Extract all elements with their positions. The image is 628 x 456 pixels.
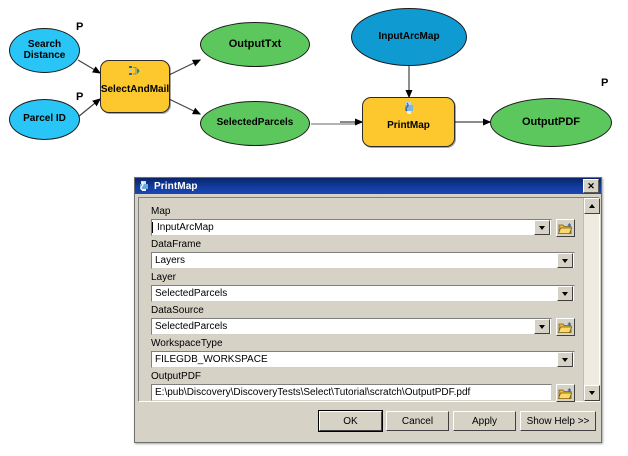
parameters-list: Map InputArcMap (139, 198, 583, 402)
open-folder-icon (558, 387, 573, 399)
node-input-arcmap[interactable]: InputArcMap (351, 8, 467, 66)
node-label: SelectAndMail (100, 84, 170, 96)
node-label: PrintMap (387, 119, 430, 131)
field-label-datasource: DataSource (151, 305, 204, 316)
node-parcel-id[interactable]: Parcel ID (9, 99, 80, 140)
browse-button-outputpdf[interactable] (556, 384, 575, 402)
field-value-layer: SelectedParcels (155, 288, 228, 299)
chevron-down-icon-dataframe[interactable] (557, 253, 573, 268)
node-selected-parcels[interactable]: SelectedParcels (200, 101, 310, 146)
node-select-and-mail[interactable]: SelectAndMail (100, 60, 170, 113)
text-caret (152, 222, 153, 233)
scroll-down-button[interactable] (584, 385, 600, 401)
parameters-scroll-pane: Map InputArcMap (138, 197, 600, 402)
chevron-down-icon-workspacetype[interactable] (557, 352, 573, 367)
field-outputpdf: OutputPDF E:\pub\Discovery\DiscoveryTest… (151, 371, 575, 402)
tool-window-icon (140, 181, 148, 191)
geoprocessing-tool-icon (405, 102, 413, 114)
field-label-layer: Layer (151, 272, 177, 283)
dialog-title-bar[interactable]: PrintMap ✕ (135, 178, 601, 194)
node-label: OutputTxt (228, 37, 282, 50)
field-dataframe: DataFrame Layers (151, 239, 575, 269)
apply-button[interactable]: Apply (453, 411, 516, 431)
chevron-down-icon-datasource[interactable] (534, 319, 550, 334)
node-label-line2: Distance (23, 49, 66, 61)
browse-button-map[interactable] (556, 219, 575, 237)
text-input-outputpdf[interactable]: E:\pub\Discovery\DiscoveryTests\Select\T… (151, 384, 552, 401)
parameter-marker-output-pdf: P (601, 77, 609, 89)
diagram-connectors (77, 59, 492, 126)
field-layer: Layer SelectedParcels (151, 272, 575, 302)
node-label: Parcel ID (23, 113, 66, 125)
chevron-down-icon-map[interactable] (534, 220, 550, 235)
field-datasource: DataSource SelectedParcels (151, 305, 575, 336)
field-label-map: Map (151, 206, 171, 217)
node-label-line1: Search (27, 39, 62, 50)
field-value-map: InputArcMap (157, 222, 214, 233)
open-folder-icon (558, 222, 573, 234)
combobox-map[interactable]: InputArcMap (151, 219, 552, 236)
node-output-pdf[interactable]: OutputPDF (490, 98, 612, 147)
node-label: InputArcMap (378, 30, 440, 42)
dialog-title: PrintMap (154, 180, 198, 192)
show-help-button[interactable]: Show Help >> (520, 411, 596, 431)
field-label-dataframe: DataFrame (151, 239, 202, 250)
field-value-workspacetype: FILEGDB_WORKSPACE (155, 354, 268, 365)
ok-button[interactable]: OK (318, 410, 383, 432)
field-map: Map InputArcMap (151, 206, 575, 237)
browse-button-datasource[interactable] (556, 318, 575, 336)
node-print-map[interactable]: PrintMap (362, 97, 455, 147)
node-search-distance[interactable]: Search Distance (9, 28, 80, 73)
parameter-marker-parcel-id: P (76, 91, 84, 103)
node-label: SelectedParcels (216, 117, 294, 129)
combobox-workspacetype[interactable]: FILEGDB_WORKSPACE (151, 351, 575, 368)
field-label-outputpdf: OutputPDF (151, 371, 202, 382)
dialog-button-bar: OK Cancel Apply Show Help >> (138, 408, 600, 438)
model-diagram-canvas: P P P Search Distance Parcel ID SelectAn… (0, 0, 628, 172)
parameter-marker-search-distance: P (76, 21, 84, 33)
chevron-down-icon-layer[interactable] (557, 286, 573, 301)
printmap-tool-dialog: PrintMap ✕ Map InputArcMap (134, 177, 602, 443)
scroll-up-button[interactable] (584, 198, 600, 214)
parameters-vertical-scrollbar[interactable] (583, 198, 600, 401)
dialog-client-area: Map InputArcMap (138, 197, 600, 441)
open-folder-icon (558, 321, 573, 333)
combobox-layer[interactable]: SelectedParcels (151, 285, 575, 302)
field-workspacetype: WorkspaceType FILEGDB_WORKSPACE (151, 338, 575, 368)
combobox-datasource[interactable]: SelectedParcels (151, 318, 552, 335)
cancel-button[interactable]: Cancel (386, 411, 449, 431)
combobox-dataframe[interactable]: Layers (151, 252, 575, 269)
field-label-workspacetype: WorkspaceType (151, 338, 223, 349)
node-output-txt[interactable]: OutputTxt (200, 22, 310, 67)
field-value-dataframe: Layers (155, 255, 186, 266)
node-label: OutputPDF (521, 115, 581, 128)
field-value-outputpdf: E:\pub\Discovery\DiscoveryTests\Select\T… (155, 387, 471, 398)
close-icon[interactable]: ✕ (583, 179, 599, 193)
field-value-datasource: SelectedParcels (155, 321, 228, 332)
geoprocessing-tool-icon (129, 66, 143, 75)
